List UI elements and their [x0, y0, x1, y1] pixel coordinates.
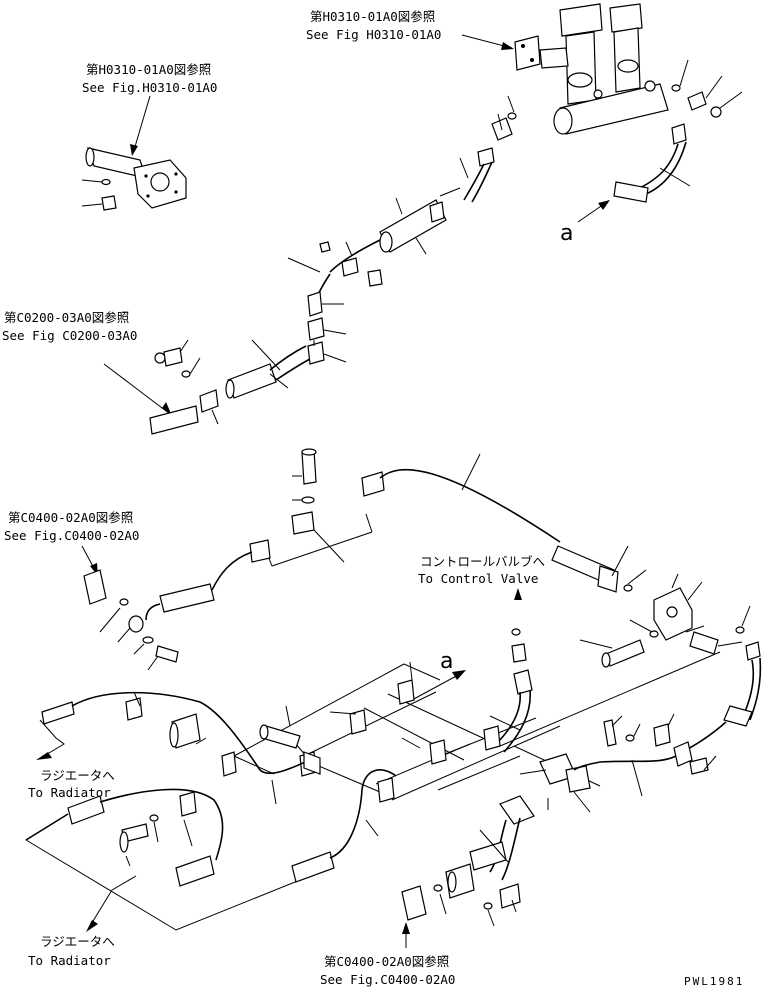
radiator-hose-2: ラジエータへ To Radiator	[25, 788, 301, 968]
control-valve-label: コントロールバルブへ To Control Valve	[418, 554, 545, 600]
fittings-top-center	[459, 95, 517, 203]
fittings-top-right: a	[560, 59, 743, 246]
reference-jp-label: 第C0400-02A0図参照	[8, 510, 133, 525]
reference-top-right: 第H0310-01A0図参照 See Fig H0310-01A0	[306, 9, 514, 50]
radiator-hose-1: ラジエータへ To Radiator	[28, 691, 311, 800]
reference-jp-label: 第H0310-01A0図参照	[310, 9, 435, 24]
right-hose-group	[551, 545, 762, 797]
reference-c0200: 第C0200-03A0図参照 See Fig C0200-03A0	[2, 310, 313, 435]
reference-jp-label: 第H0310-01A0図参照	[86, 62, 211, 77]
marker-a-mid: a	[440, 649, 453, 674]
radiator-en-1: To Radiator	[28, 785, 111, 800]
radiator-en-2: To Radiator	[28, 953, 111, 968]
reference-en-label: See Fig C0200-03A0	[2, 328, 137, 343]
valve-connector	[495, 628, 533, 753]
filter-group	[287, 187, 461, 301]
middle-hose-group	[145, 448, 561, 621]
reference-c0400-bottom: 第C0400-02A0図参照 See Fig.C0400-02A0	[320, 885, 455, 987]
control-valve-jp: コントロールバルブへ	[420, 554, 545, 569]
reference-jp-label: 第C0400-02A0図参照	[324, 954, 449, 969]
radiator-jp-1: ラジエータへ	[40, 768, 115, 783]
drawing-code: PWL1981	[684, 975, 744, 988]
reference-jp-label: 第C0200-03A0図参照	[4, 310, 129, 325]
marker-a-mid-group: a	[411, 649, 466, 701]
bolt-group-center	[259, 705, 321, 805]
reference-en-label: See Fig.H0310-01A0	[82, 80, 217, 95]
radiator-jp-2: ラジエータへ	[40, 934, 115, 949]
reference-c0400-mid: 第C0400-02A0図参照 See Fig.C0400-02A0	[4, 510, 179, 671]
fitting-stack	[307, 291, 347, 365]
reference-en-label: See Fig.C0400-02A0	[320, 972, 455, 987]
lower-frame	[233, 651, 721, 801]
reference-en-label: See Fig.C0400-02A0	[4, 528, 139, 543]
lower-hose	[291, 713, 675, 927]
pump-assembly	[514, 3, 669, 135]
control-valve-en: To Control Valve	[418, 571, 538, 586]
marker-a-top: a	[560, 221, 573, 246]
reference-top-left: 第H0310-01A0図参照 See Fig.H0310-01A0	[81, 62, 217, 211]
reference-en-label: See Fig H0310-01A0	[306, 27, 441, 42]
